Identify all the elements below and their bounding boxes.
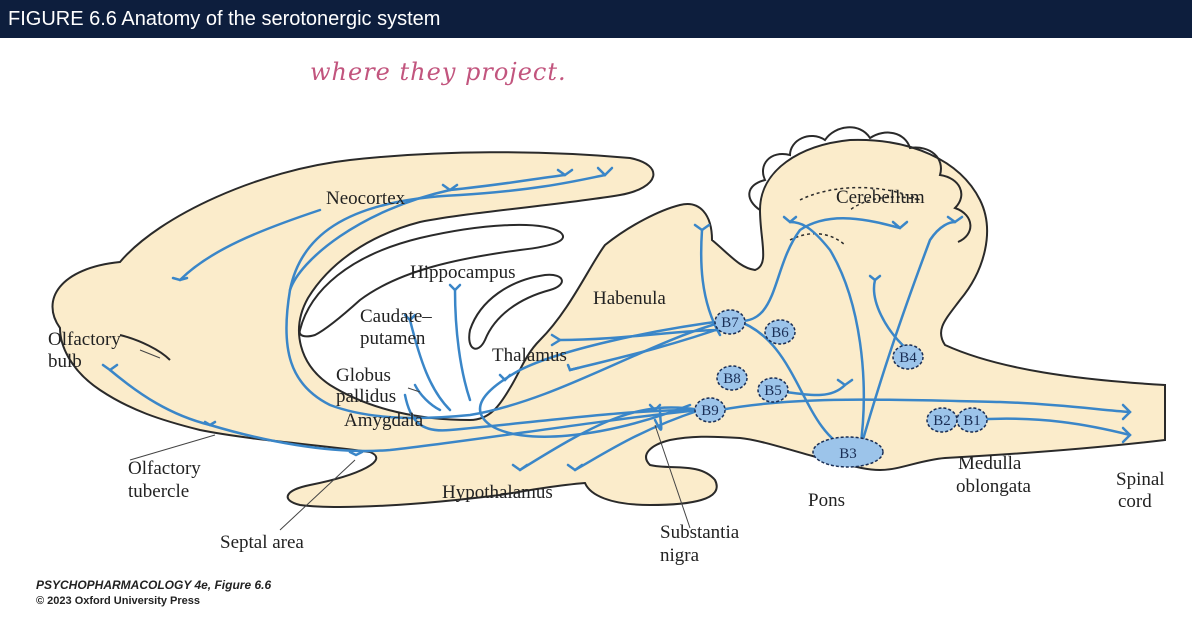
- label-b3: B3: [839, 446, 857, 462]
- label-b4: B4: [899, 350, 917, 366]
- label-pons: Pons: [808, 490, 845, 511]
- label-spinal-1: Spinal: [1116, 469, 1165, 490]
- nucleus-b8: B8: [716, 365, 748, 391]
- label-b1: B1: [963, 413, 981, 429]
- label-caudate-1: Caudate–: [360, 306, 432, 327]
- label-septal-area: Septal area: [220, 532, 304, 553]
- label-b2: B2: [933, 413, 951, 429]
- label-habenula: Habenula: [593, 288, 666, 309]
- label-caudate-2: putamen: [360, 328, 426, 349]
- label-cerebellum: Cerebellum: [836, 187, 925, 208]
- label-b9: B9: [701, 403, 719, 419]
- terminal-branches: [101, 166, 1132, 472]
- nucleus-b3: B3: [812, 436, 884, 468]
- nucleus-b5: B5: [757, 377, 789, 403]
- leader-lines: [129, 349, 691, 531]
- label-b7: B7: [721, 315, 739, 331]
- label-substantia-1: Substantia: [660, 522, 740, 543]
- label-b6: B6: [771, 325, 789, 341]
- credit-line-2: © 2023 Oxford University Press: [36, 595, 201, 607]
- label-thalamus: Thalamus: [492, 345, 567, 366]
- figure-title: FIGURE 6.6 Anatomy of the serotonergic s…: [0, 0, 1192, 38]
- label-medulla-2: oblongata: [956, 476, 1031, 497]
- brain-outline: [51, 138, 1166, 508]
- label-olfactory-tubercle-2: tubercle: [128, 481, 189, 502]
- nucleus-b2: B2: [926, 407, 958, 433]
- label-spinal-2: cord: [1118, 491, 1152, 512]
- nucleus-b7: B7: [714, 309, 746, 335]
- label-b8: B8: [723, 371, 741, 387]
- serotonin-pathways: [108, 173, 1132, 472]
- label-olfactory-bulb-1: Olfactory: [48, 329, 121, 350]
- olfactory-notch: [119, 334, 171, 361]
- nucleus-b1: B1: [956, 407, 988, 433]
- label-substantia-2: nigra: [660, 545, 700, 566]
- label-b5: B5: [764, 383, 782, 399]
- credit-line-1: PSYCHOPHARMACOLOGY 4e, Figure 6.6: [36, 578, 272, 592]
- label-medulla-1: Medulla: [958, 453, 1022, 474]
- label-hippocampus: Hippocampus: [410, 262, 516, 283]
- handwritten-note: where they project.: [310, 58, 567, 86]
- nucleus-b9: B9: [694, 397, 726, 423]
- raphe-nuclei: B7 B6 B8 B5 B9 B4 B3 B2: [694, 309, 988, 468]
- hippocampus-curve: [468, 273, 563, 350]
- label-globus-1: Globus: [336, 365, 391, 386]
- label-hypothalamus: Hypothalamus: [442, 482, 553, 503]
- nucleus-b4: B4: [892, 344, 924, 370]
- cerebellum-folia: [748, 126, 972, 243]
- corpus-callosum: [298, 223, 565, 338]
- label-olfactory-bulb-2: bulb: [48, 351, 82, 372]
- label-globus-2: pallidus: [336, 386, 396, 407]
- label-amygdala: Amygdala: [344, 410, 424, 431]
- label-neocortex: Neocortex: [326, 188, 406, 209]
- cerebellum-inner: [789, 186, 921, 246]
- label-olfactory-tubercle-1: Olfactory: [128, 458, 201, 479]
- nucleus-b6: B6: [764, 319, 796, 345]
